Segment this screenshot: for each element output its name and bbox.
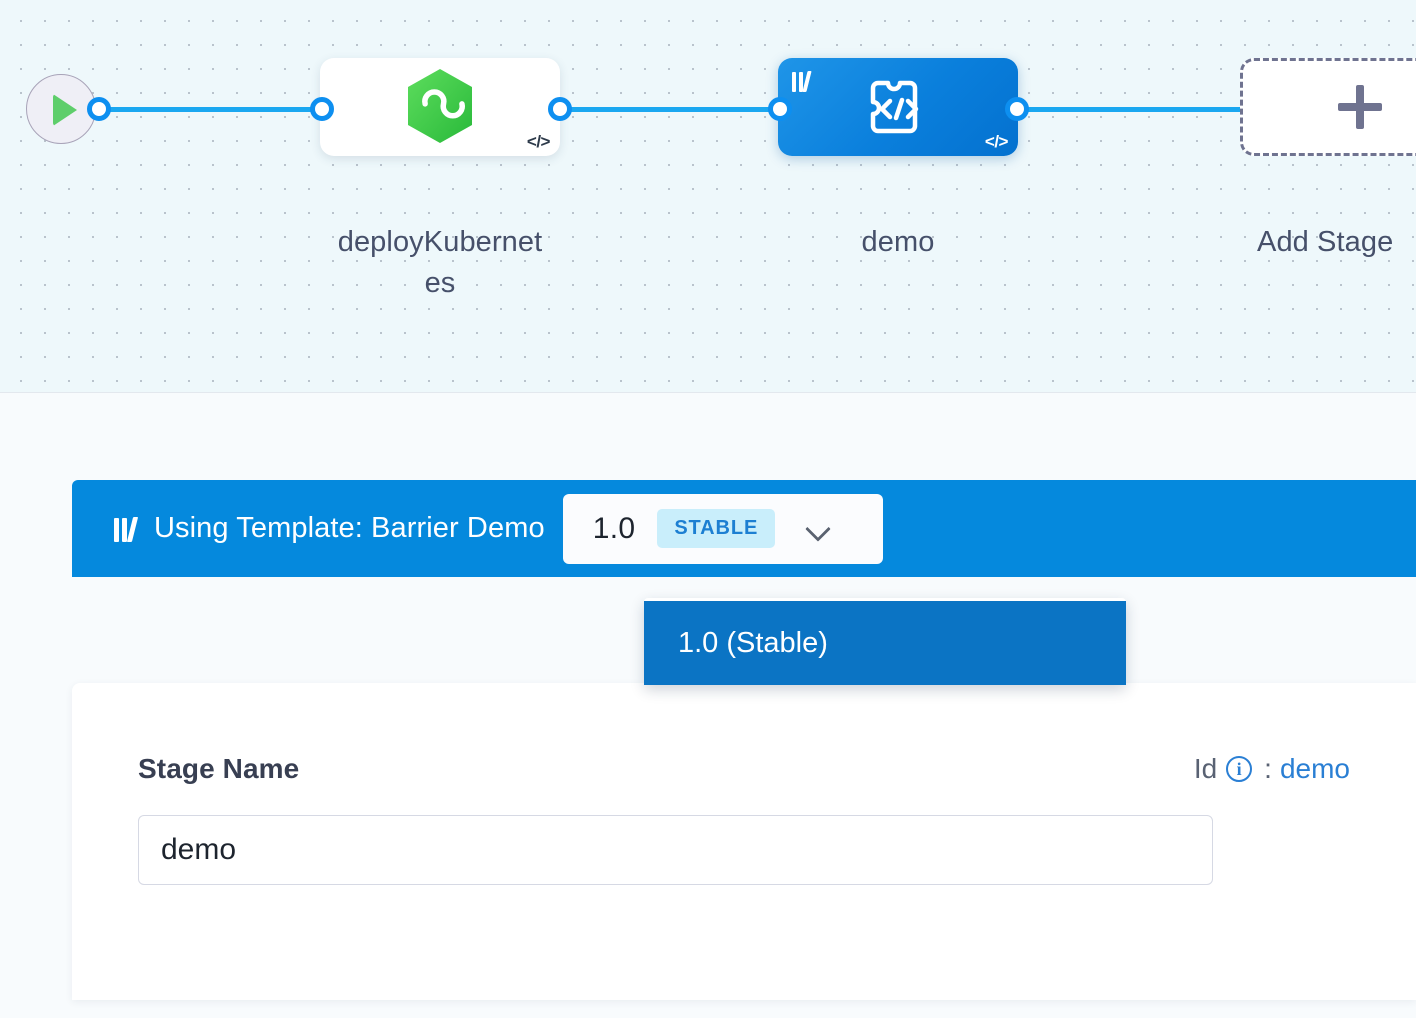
- code-icon: </>: [526, 132, 551, 151]
- stage-detail-card: Stage Name Id i : demo: [72, 683, 1416, 1000]
- stage-node-deploykubernetes[interactable]: </>: [320, 58, 560, 156]
- template-library-icon: [114, 516, 139, 542]
- stage-label-demo: demo: [861, 226, 935, 258]
- using-template-banner: Using Template: Barrier Demo 1.0 STABLE: [72, 480, 1416, 577]
- code-icon: </>: [984, 132, 1009, 151]
- dropdown-option-1-0-stable[interactable]: 1.0 (Stable): [644, 601, 1126, 685]
- template-puzzle-code-icon: [778, 58, 1018, 156]
- info-circle-icon[interactable]: i: [1226, 756, 1253, 782]
- pipeline-edge: [548, 107, 788, 112]
- template-library-icon: [792, 70, 812, 92]
- stage-id-value: demo: [1279, 753, 1350, 784]
- stage-id-label: Id: [1193, 753, 1218, 784]
- harness-hexagon-icon: [320, 58, 560, 156]
- connector-port[interactable]: [1005, 97, 1029, 121]
- chevron-down-icon[interactable]: [807, 518, 829, 540]
- connector-port[interactable]: [768, 97, 792, 121]
- stable-badge: STABLE: [657, 509, 776, 548]
- pipeline-start-node[interactable]: [26, 74, 96, 144]
- stage-id-separator: :: [1264, 753, 1272, 784]
- stage-id-row: Id i : demo: [1194, 753, 1350, 785]
- play-icon: [53, 94, 77, 126]
- connector-port[interactable]: [310, 97, 334, 121]
- template-version-select[interactable]: 1.0 STABLE: [562, 493, 883, 564]
- connector-port[interactable]: [87, 97, 111, 121]
- stage-node-demo[interactable]: </>: [778, 58, 1018, 156]
- pipeline-edge: [1005, 107, 1250, 112]
- using-template-label: Using Template: Barrier Demo: [154, 512, 545, 544]
- pipeline-edge: [96, 107, 328, 112]
- template-version-dropdown[interactable]: 1.0 (Stable): [644, 598, 1126, 685]
- stage-name-label: Stage Name: [138, 753, 300, 784]
- stage-name-input[interactable]: [138, 815, 1213, 885]
- stage-name-header: Stage Name Id i : demo: [138, 753, 1350, 785]
- template-version-value: 1.0: [592, 511, 636, 545]
- add-stage-button[interactable]: [1240, 58, 1416, 156]
- plus-icon: [1338, 85, 1382, 129]
- connector-port[interactable]: [548, 97, 572, 121]
- add-stage-label: Add Stage: [1257, 226, 1394, 258]
